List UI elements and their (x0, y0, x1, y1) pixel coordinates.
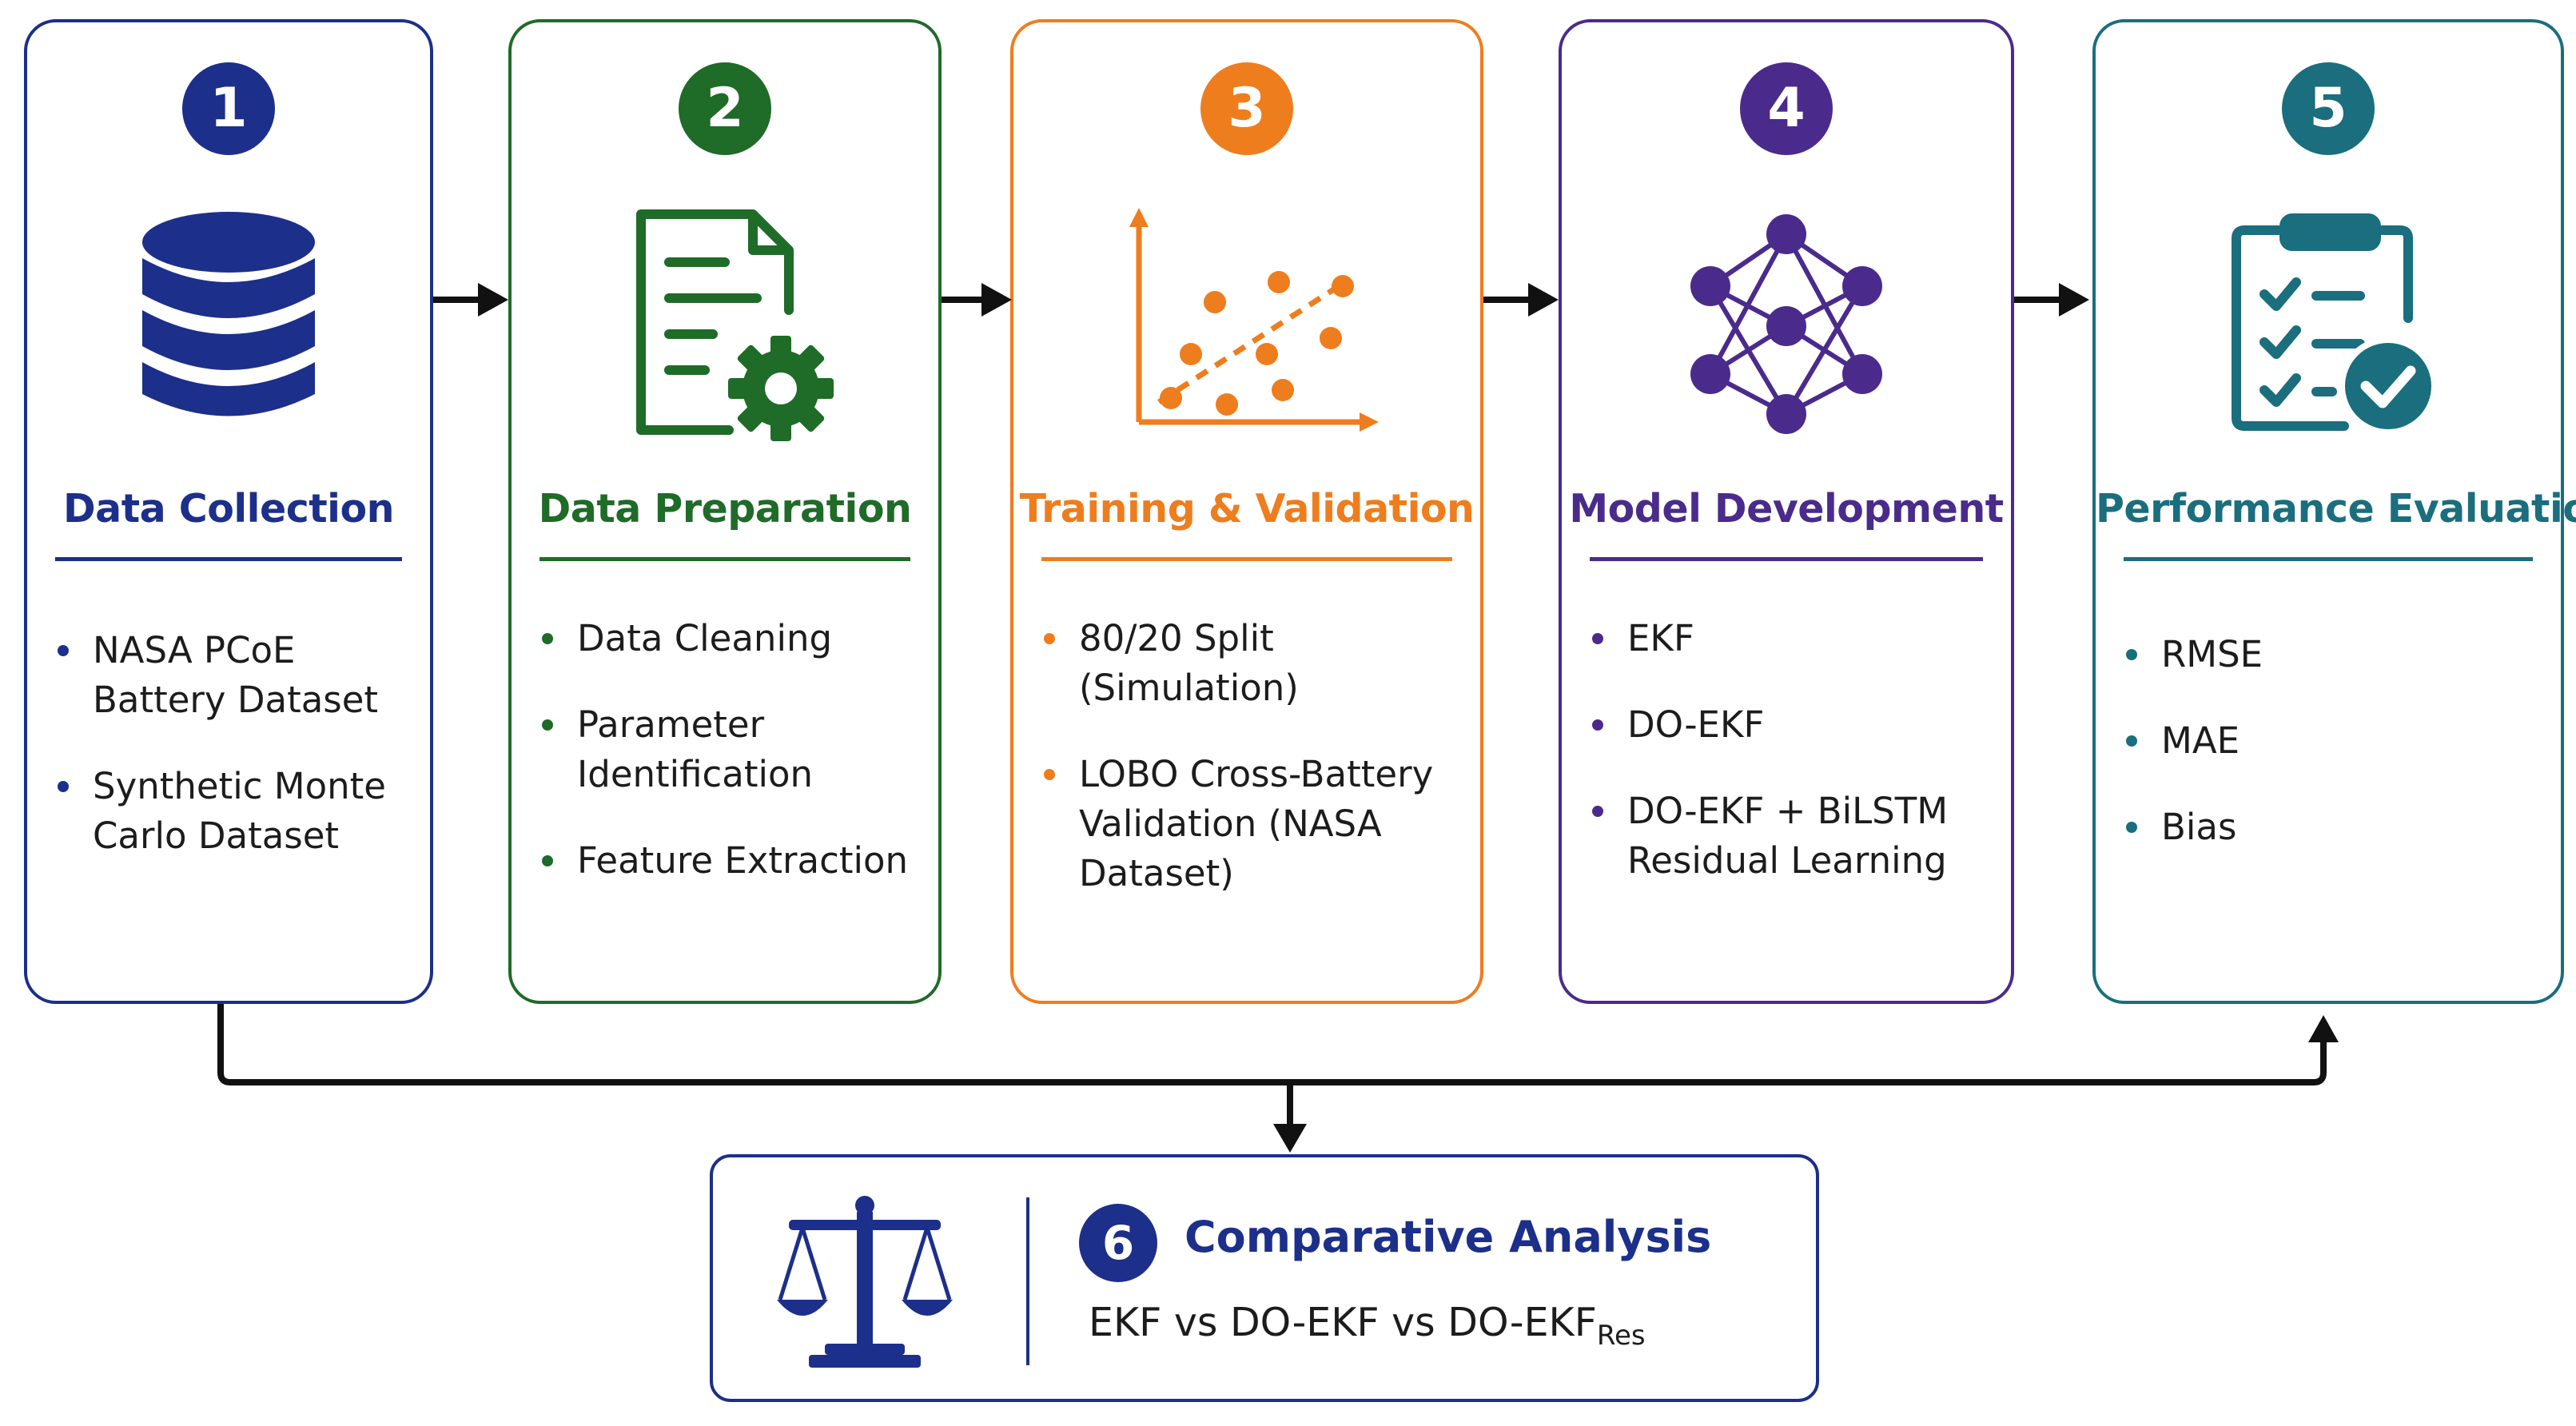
step-card-performance-evaluation: 5 Performance Evaluation RMSE MAE Bias (2092, 19, 2576, 1004)
title-divider (1590, 557, 1983, 561)
scatter-plot-icon (1129, 208, 1379, 432)
document-gear-icon (636, 209, 834, 441)
database-icon (142, 212, 315, 416)
list-item: Data Cleaning (540, 614, 922, 663)
step-card-data-preparation: 2 Data Preparation Data (508, 19, 942, 1004)
scales-icon (777, 1196, 953, 1368)
step-number-badge: 5 (2282, 62, 2375, 155)
step-card-data-collection: 1 Data Collection NASA PCoE Battery Data… (24, 19, 433, 1004)
neural-network-icon (1690, 214, 1882, 434)
flow-arrow-2-3 (942, 283, 1012, 317)
comparative-analysis-box: 6 Comparative Analysis EKF vs DO-EKF vs … (710, 1154, 1819, 1402)
title-divider (55, 557, 402, 561)
step-title: Data Collection (62, 486, 395, 532)
comparison-subscript: Res (1596, 1319, 1646, 1352)
step-number-badge: 4 (1740, 62, 1833, 155)
list-item: 80/20 Split (Simulation) (1042, 614, 1464, 713)
title-divider (2124, 557, 2533, 561)
step-number-badge: 3 (1200, 62, 1293, 155)
title-divider (1041, 557, 1452, 561)
list-item: DO-EKF + BiLSTM Residual Learning (1591, 787, 1995, 886)
flow-arrow-4-5 (2014, 283, 2089, 317)
step-number-badge: 1 (182, 62, 275, 155)
list-item: EKF (1591, 614, 1995, 663)
bottom-connector (217, 1004, 2339, 1153)
step-item-list: 80/20 Split (Simulation) LOBO Cross-Batt… (1042, 614, 1464, 935)
step-card-training-validation: 3 Training & Validation 80/20 Split (Sim… (1010, 19, 1483, 1004)
step-item-list: Data Cleaning Parameter Identification F… (540, 614, 922, 922)
list-item: DO-EKF (1591, 700, 1995, 750)
comparison-text: EKF vs DO-EKF vs DO-EKFRes (1089, 1300, 1646, 1352)
step-number-badge: 2 (679, 62, 771, 155)
flow-arrow-3-4 (1483, 283, 1559, 317)
list-item: LOBO Cross-Battery Validation (NASA Data… (1042, 750, 1464, 898)
step-title: Performance Evaluation (2096, 486, 2576, 532)
comparative-title: Comparative Analysis (1184, 1212, 1712, 1262)
flow-arrow-1-2 (433, 283, 508, 317)
list-item: RMSE (2124, 630, 2545, 679)
list-item: NASA PCoE Battery Dataset (56, 626, 414, 725)
step-card-model-development: 4 Model Development EKF DO-EKF DO-EKF + … (1559, 19, 2014, 1004)
list-item: Feature Extraction (540, 836, 922, 886)
step-title: Training & Validation (1019, 486, 1475, 532)
step-item-list: RMSE MAE Bias (2124, 630, 2545, 889)
clipboard-check-icon (2232, 213, 2438, 436)
list-item: Bias (2124, 803, 2545, 852)
title-divider (539, 557, 910, 561)
step-item-list: EKF DO-EKF DO-EKF + BiLSTM Residual Lear… (1591, 614, 1995, 922)
vertical-divider (1026, 1197, 1029, 1365)
list-item: MAE (2124, 716, 2545, 766)
list-item: Parameter Identification (540, 700, 922, 799)
step-title: Data Preparation (538, 486, 912, 532)
list-item: Synthetic Monte Carlo Dataset (56, 762, 414, 861)
step-title: Model Development (1569, 486, 2004, 532)
step-item-list: NASA PCoE Battery Dataset Synthetic Mont… (56, 626, 414, 898)
step-number-badge: 6 (1079, 1204, 1157, 1282)
